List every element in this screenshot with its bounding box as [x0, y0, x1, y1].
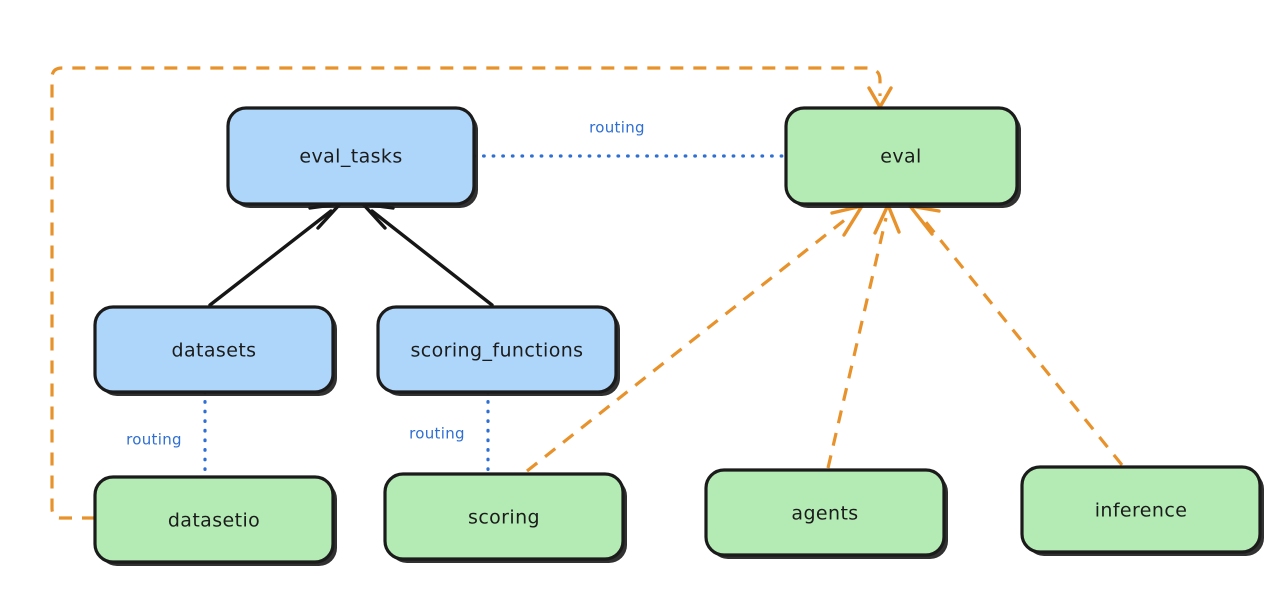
edges-layer — [50, 66, 1124, 520]
node-eval-tasks[interactable]: eval_tasks — [226, 106, 478, 208]
edge-label-routing-eval: routing — [589, 119, 645, 137]
node-label: scoring_functions — [411, 340, 584, 362]
arrowhead — [908, 204, 941, 236]
arrowhead — [830, 204, 864, 237]
edge-labels-layer: routing routing routing — [126, 119, 645, 449]
edge-inference-to-eval — [908, 204, 1124, 467]
node-label: eval — [880, 146, 921, 168]
node-label: eval_tasks — [299, 146, 402, 168]
node-scoring[interactable]: scoring — [383, 472, 627, 563]
node-eval[interactable]: eval — [784, 106, 1021, 208]
node-agents[interactable]: agents — [704, 468, 948, 559]
node-datasetio[interactable]: datasetio — [93, 475, 337, 566]
node-label: datasets — [172, 340, 257, 362]
edge-label-routing-datasetio: routing — [126, 431, 182, 449]
nodes-layer: eval_tasks eval datasets scoring_functio… — [93, 106, 1264, 566]
edge-label-routing-scoring: routing — [409, 425, 465, 443]
node-scoring-functions[interactable]: scoring_functions — [376, 305, 620, 396]
node-label: scoring — [468, 507, 540, 529]
node-label: inference — [1095, 500, 1188, 522]
edge-datasets-to-eval-tasks — [208, 202, 342, 307]
edge-scoring-functions-to-eval-tasks — [361, 202, 494, 307]
node-datasets[interactable]: datasets — [93, 305, 337, 396]
node-label: datasetio — [168, 510, 260, 532]
arrowhead — [867, 86, 893, 109]
node-inference[interactable]: inference — [1020, 465, 1264, 556]
node-label: agents — [791, 503, 858, 525]
edge-agents-to-eval — [826, 203, 901, 469]
